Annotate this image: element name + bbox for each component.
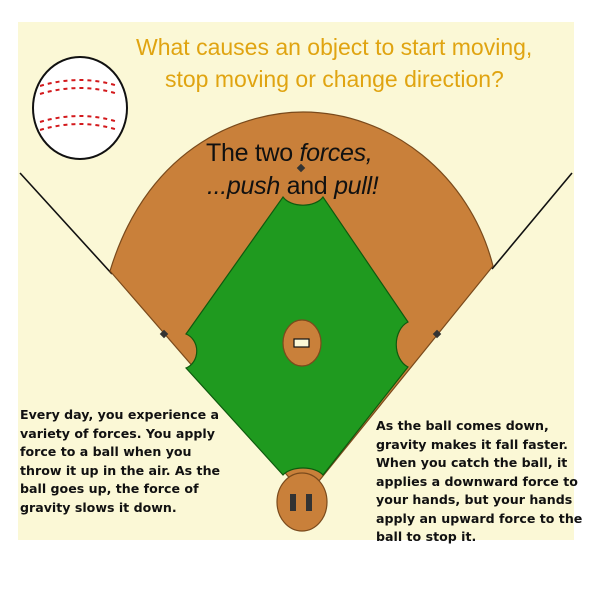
- forces-heading-line-1: The two forces,: [206, 139, 373, 168]
- left-paragraph-line: ball goes up, the force of: [20, 481, 199, 496]
- left-foul-line: [19, 172, 113, 275]
- home-plate-area: [276, 472, 328, 532]
- right-paragraph-line: your hands, but your hands: [376, 492, 573, 507]
- left-paragraph-line: gravity slows it down.: [20, 499, 177, 515]
- title-line-1: What causes an object to start moving,: [136, 34, 533, 60]
- batters-box-right: [306, 494, 312, 511]
- left-paragraph-line: variety of forces. You apply: [20, 425, 215, 441]
- batters-box-left: [290, 494, 296, 511]
- first-base: [432, 329, 442, 339]
- right-paragraph-line: As the ball comes down,: [376, 418, 549, 433]
- right-paragraph-line: When you catch the ball, it: [376, 455, 568, 470]
- forces-prefix: The two: [206, 139, 300, 167]
- pull-word: pull!: [334, 172, 379, 200]
- right-paragraph: As the ball comes down, gravity makes it…: [376, 417, 582, 547]
- title-line-2: stop moving or change direction?: [165, 66, 504, 92]
- second-base: [296, 163, 306, 173]
- left-paragraph: Every day, you experience a variety of f…: [20, 406, 220, 517]
- pitchers-rubber: [293, 338, 310, 348]
- third-base: [159, 329, 169, 339]
- forces-heading-line-2: ...push and pull!: [207, 172, 379, 201]
- right-paragraph-line: gravity makes it fall faster.: [376, 436, 568, 452]
- and-word: and: [279, 172, 335, 200]
- right-paragraph-line: ball to stop it.: [376, 529, 477, 544]
- right-paragraph-line: applies a downward force to: [376, 473, 578, 489]
- right-foul-line: [491, 172, 573, 270]
- right-paragraph-line: apply an upward force to the: [376, 510, 583, 526]
- push-word: ...push: [207, 172, 280, 200]
- left-paragraph-line: throw it up in the air. As the: [20, 462, 221, 478]
- left-paragraph-line: Every day, you experience a: [20, 407, 220, 422]
- left-paragraph-line: force to a ball when you: [20, 444, 192, 459]
- forces-word: forces,: [299, 139, 373, 167]
- baseball-icon: [32, 56, 128, 160]
